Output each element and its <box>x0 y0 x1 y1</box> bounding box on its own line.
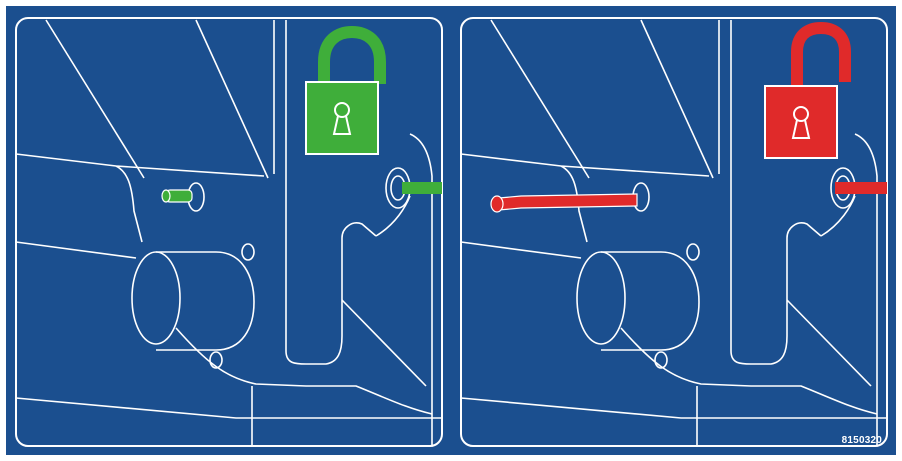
diagram-frame: 8150320 <box>6 6 896 455</box>
pin-retracted <box>161 182 442 203</box>
machine-outline <box>460 19 887 446</box>
padlock-closed-icon <box>305 25 386 155</box>
lock-cylinder <box>131 243 255 369</box>
pin-bushings <box>187 167 411 212</box>
pin-extended <box>490 182 887 213</box>
panel-border <box>15 17 443 447</box>
padlock-open-icon <box>764 21 851 159</box>
figure-id-label: 8150320 <box>841 435 882 446</box>
panel-locked <box>6 6 451 455</box>
locked-scene <box>15 17 443 447</box>
pin-bushings <box>632 167 856 212</box>
panel-border <box>460 17 888 447</box>
lock-cylinder <box>576 243 700 369</box>
panel-unlocked <box>451 6 896 455</box>
unlocked-scene <box>460 17 888 447</box>
